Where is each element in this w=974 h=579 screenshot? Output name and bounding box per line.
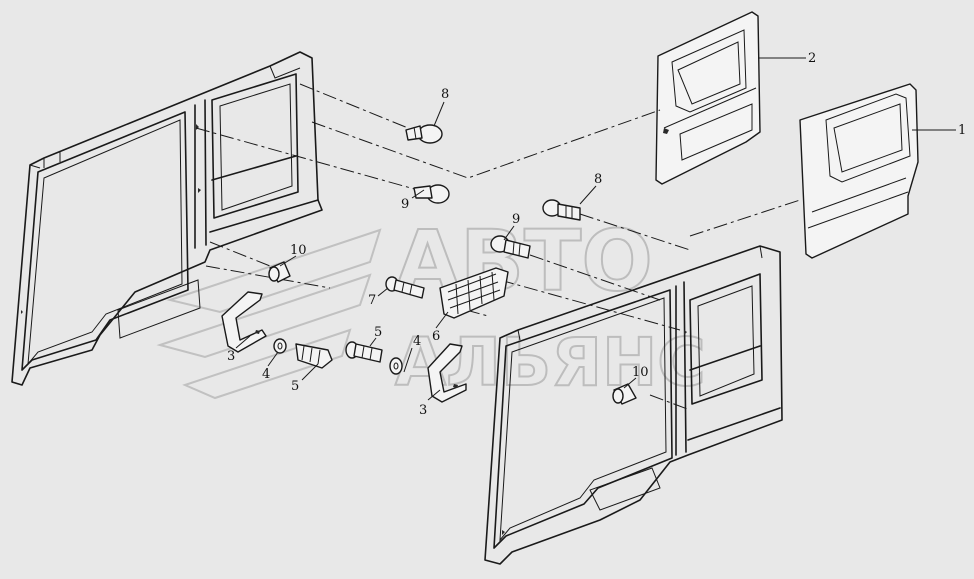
callout-9-right: 9 (512, 212, 520, 227)
leader-lines (235, 57, 956, 401)
callout-labels: 1 2 8 9 8 9 10 10 3 3 4 4 5 5 6 7 (227, 51, 966, 418)
part-10-bumper-left (268, 261, 291, 283)
part-5-screw-left (295, 343, 333, 369)
watermark-line1: АВТО (395, 212, 653, 310)
part-8-button-right (542, 199, 581, 221)
callout-3-right: 3 (419, 403, 427, 418)
part-9-button-right (490, 235, 531, 259)
part-1-door-trim-panel (799, 83, 919, 259)
callout-6: 6 (432, 329, 440, 344)
part-8-button-upper (405, 124, 443, 144)
part-9-button-upper (413, 184, 450, 204)
callout-8-upper: 8 (441, 87, 449, 102)
callout-4-right: 4 (413, 334, 421, 349)
callout-3-left: 3 (227, 349, 235, 364)
callout-7: 7 (368, 293, 376, 308)
part-4-washer-left (273, 338, 287, 354)
left-door-frame (11, 51, 323, 386)
watermark-emblem (156, 228, 382, 400)
part-4-washer-right (389, 357, 403, 375)
part-5-screw-right (345, 341, 383, 363)
callout-1: 1 (958, 123, 966, 138)
part-3-grab-handle-right (427, 343, 467, 403)
callout-9-upper: 9 (401, 197, 409, 212)
part-7-screw (385, 276, 425, 299)
callout-4-left: 4 (262, 367, 270, 382)
callout-8-right: 8 (594, 172, 602, 187)
callout-10-left: 10 (290, 243, 307, 258)
alignment-lines (195, 83, 801, 411)
part-6-vent-grille (439, 267, 509, 319)
callout-5-right: 5 (374, 325, 382, 340)
callout-5-left: 5 (291, 379, 299, 394)
part-10-bumper-right (612, 383, 637, 405)
callout-2: 2 (808, 51, 816, 66)
part-2-door-trim-panel (655, 11, 761, 185)
callout-10-right: 10 (632, 365, 649, 380)
right-door-frame (484, 245, 783, 565)
part-3-grab-handle-left (221, 291, 267, 353)
